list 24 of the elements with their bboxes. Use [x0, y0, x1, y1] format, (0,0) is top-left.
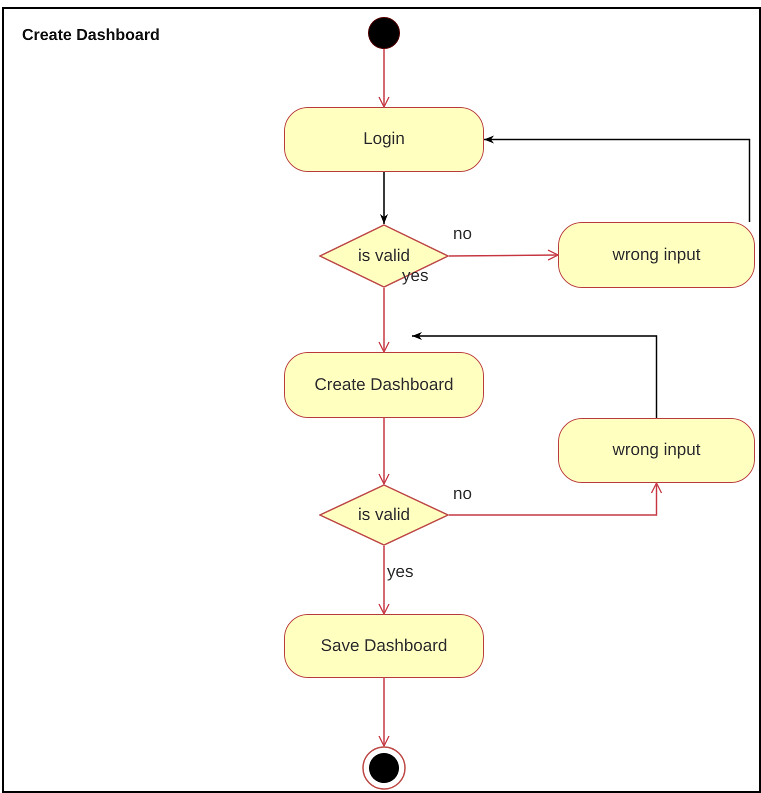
edge-label: yes	[387, 562, 414, 582]
frame-title: Create Dashboard	[22, 26, 160, 46]
arrow	[449, 249, 559, 261]
activity-box: Create Dashboard	[284, 352, 484, 418]
arrow	[449, 482, 662, 516]
arrow	[380, 172, 388, 224]
arrow	[378, 418, 390, 485]
edge-label: no	[453, 484, 472, 504]
activity-frame	[2, 7, 761, 793]
arrow	[412, 332, 658, 418]
edge-label: no	[453, 224, 472, 244]
decision-diamond: is valid	[319, 484, 449, 546]
initial-node	[368, 17, 400, 49]
arrow	[378, 49, 390, 108]
activity-box: Login	[284, 107, 484, 172]
edge-label: yes	[402, 266, 428, 286]
arrow	[484, 136, 750, 222]
activity-box: wrong input	[558, 418, 755, 483]
arrow	[378, 546, 390, 615]
activity-box: Save Dashboard	[284, 614, 484, 678]
final-node	[362, 746, 406, 790]
arrow	[378, 678, 390, 747]
activity-box: wrong input	[558, 222, 755, 288]
arrow	[378, 288, 390, 353]
